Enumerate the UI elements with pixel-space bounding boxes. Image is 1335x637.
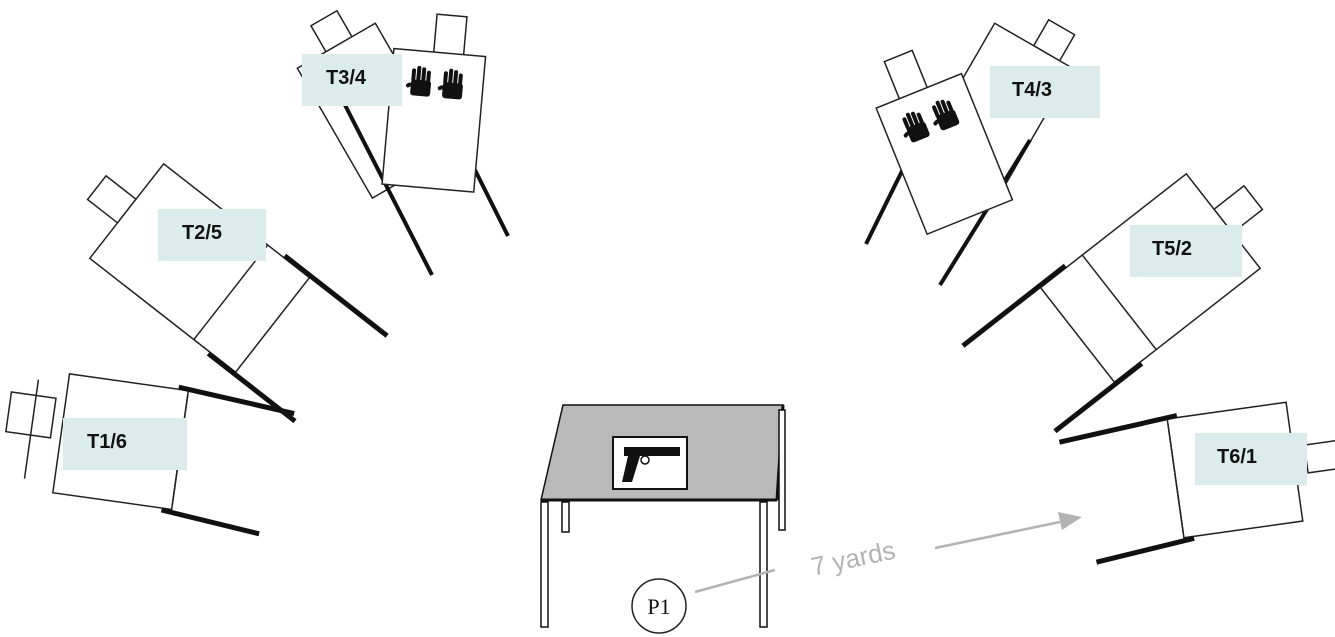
target-label-t4: T4/3: [990, 66, 1100, 118]
target-t5: [961, 172, 1264, 434]
target-t2: [86, 162, 389, 424]
target-label-t2: T2/5: [158, 209, 266, 261]
target-label-t5: T5/2: [1130, 225, 1242, 277]
target-t3: [296, 9, 510, 276]
distance-label: 7 yards: [808, 535, 898, 582]
shooter-position: P1: [631, 578, 687, 634]
target-label-t6: T6/1: [1195, 433, 1307, 485]
target-label-t1: T1/6: [63, 418, 187, 470]
table: [540, 404, 786, 628]
shooter-label: P1: [647, 594, 670, 619]
distance-arrow: 7 yards: [694, 512, 1082, 594]
pistol-icon: [622, 447, 680, 482]
target-label-t3: T3/4: [302, 54, 402, 106]
target-t4: [864, 18, 1076, 287]
